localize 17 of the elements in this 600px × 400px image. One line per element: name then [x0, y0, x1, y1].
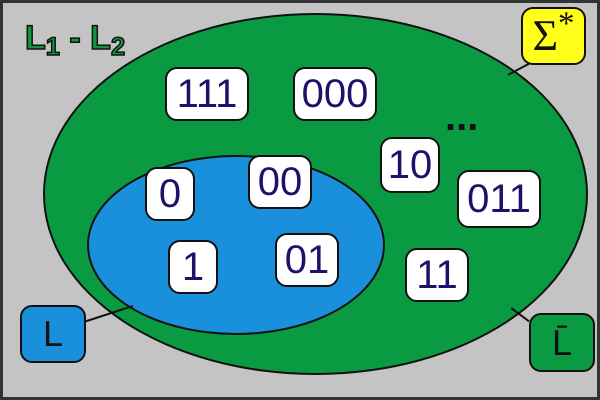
ellipsis-text: ...	[445, 97, 478, 137]
set-label-box: L̄	[529, 313, 595, 372]
string-box: 0	[145, 167, 195, 221]
leader-line	[510, 307, 530, 322]
set-label-box: Σ$^{*}$	[521, 7, 586, 65]
string-box: 01	[275, 233, 339, 287]
string-box: 000	[293, 67, 377, 121]
string-box: 011	[457, 170, 541, 228]
string-box: 00	[248, 155, 312, 209]
string-box: 111	[165, 67, 249, 121]
set-label-box: L	[20, 305, 86, 363]
string-box: 1	[168, 240, 218, 294]
leader-line	[507, 62, 530, 76]
string-box: 10	[380, 137, 440, 193]
leader-line	[86, 305, 134, 322]
title: L$_{1}$ - L$_{2}$	[25, 21, 126, 55]
string-box: 11	[405, 248, 469, 302]
